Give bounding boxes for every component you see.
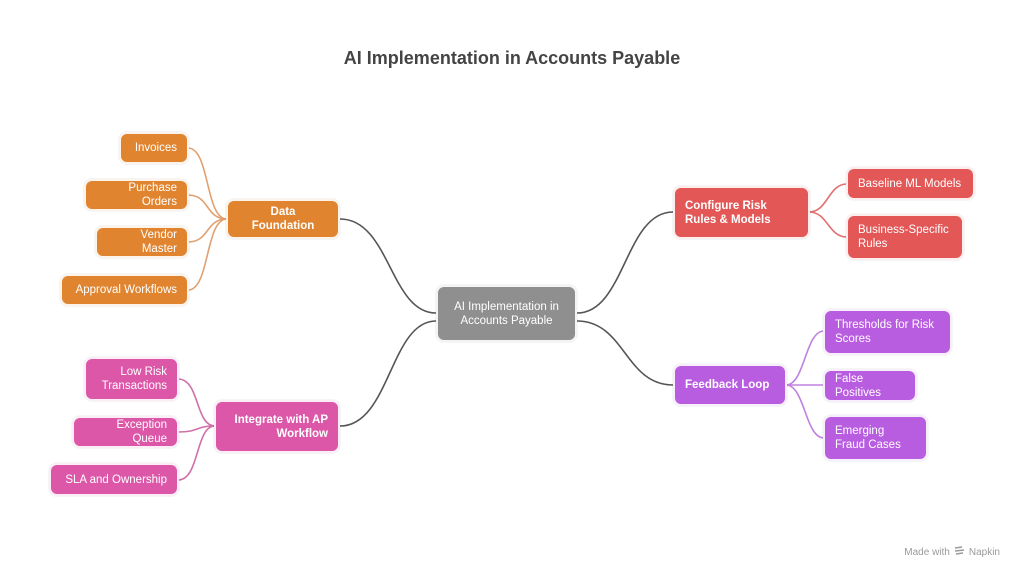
branch-integrate-ap-workflow[interactable]: Integrate with AP Workflow xyxy=(214,400,340,453)
leaf-label: Thresholds for Risk Scores xyxy=(835,319,935,345)
diagram-title: AI Implementation in Accounts Payable xyxy=(343,48,681,68)
leaf-approval-workflows[interactable]: Approval Workflows xyxy=(60,274,189,306)
leaf-label: Business-Specific Rules xyxy=(858,224,949,250)
leaf-thresholds-risk-scores[interactable]: Thresholds for Risk Scores xyxy=(823,309,952,355)
branch-label: Feedback Loop xyxy=(685,379,770,391)
leaf-emerging-fraud-cases[interactable]: Emerging Fraud Cases xyxy=(823,415,928,461)
branch-feedback-loop[interactable]: Feedback Loop xyxy=(673,364,787,406)
link-center-data-foundation xyxy=(339,218,437,314)
leaf-sla-and-ownership[interactable]: SLA and Ownership xyxy=(49,463,179,496)
footer-attribution: Made with Napkin xyxy=(904,546,1000,559)
link-center-configure xyxy=(576,211,674,314)
leaf-invoices[interactable]: Invoices xyxy=(119,132,189,164)
branch-label: Configure Risk Rules & Models xyxy=(685,199,771,226)
leaf-label: Approval Workflows xyxy=(75,284,177,296)
link-thresholds xyxy=(785,330,825,386)
center-node[interactable]: AI Implementation in Accounts Payable xyxy=(436,285,577,342)
leaf-label: Baseline ML Models xyxy=(858,177,962,190)
link-purchase-orders xyxy=(187,194,228,220)
footer-brand: Napkin xyxy=(968,547,1000,558)
leaf-label: Exception Queue xyxy=(116,419,167,445)
link-baseline-ml xyxy=(808,183,848,213)
link-low-risk xyxy=(177,378,216,427)
branch-configure-risk-rules[interactable]: Configure Risk Rules & Models xyxy=(673,186,810,239)
leaf-label: SLA and Ownership xyxy=(65,473,167,486)
napkin-logo-icon xyxy=(954,546,965,559)
branch-label: Data Foundation xyxy=(251,206,315,232)
leaf-vendor-master[interactable]: Vendor Master xyxy=(95,226,189,258)
link-approval-workflows xyxy=(187,218,228,291)
leaf-label: Purchase Orders xyxy=(128,182,177,208)
link-center-feedback xyxy=(576,320,674,386)
link-invoices xyxy=(187,147,228,220)
link-emerging-fraud xyxy=(785,384,825,439)
branch-label: Integrate with AP Workflow xyxy=(234,413,329,440)
link-sla xyxy=(177,425,216,481)
link-center-integrate xyxy=(339,320,437,427)
footer-text: Made with xyxy=(904,547,950,558)
center-node-label: AI Implementation in Accounts Payable xyxy=(454,300,559,327)
leaf-false-positives[interactable]: False Positives xyxy=(823,369,917,402)
leaf-low-risk-transactions[interactable]: Low Risk Transactions xyxy=(84,357,179,401)
leaf-baseline-ml-models[interactable]: Baseline ML Models xyxy=(846,167,975,200)
branch-data-foundation[interactable]: Data Foundation xyxy=(226,199,340,239)
leaf-exception-queue[interactable]: Exception Queue xyxy=(72,416,179,448)
leaf-label: Emerging Fraud Cases xyxy=(835,425,901,451)
leaf-label: Low Risk Transactions xyxy=(101,366,167,392)
leaf-label: Vendor Master xyxy=(140,229,177,255)
link-business-rules xyxy=(808,211,848,238)
leaf-label: False Positives xyxy=(835,372,882,399)
link-vendor-master xyxy=(187,218,228,243)
leaf-business-specific-rules[interactable]: Business-Specific Rules xyxy=(846,214,964,260)
leaf-label: Invoices xyxy=(134,142,177,154)
leaf-purchase-orders[interactable]: Purchase Orders xyxy=(84,179,189,211)
